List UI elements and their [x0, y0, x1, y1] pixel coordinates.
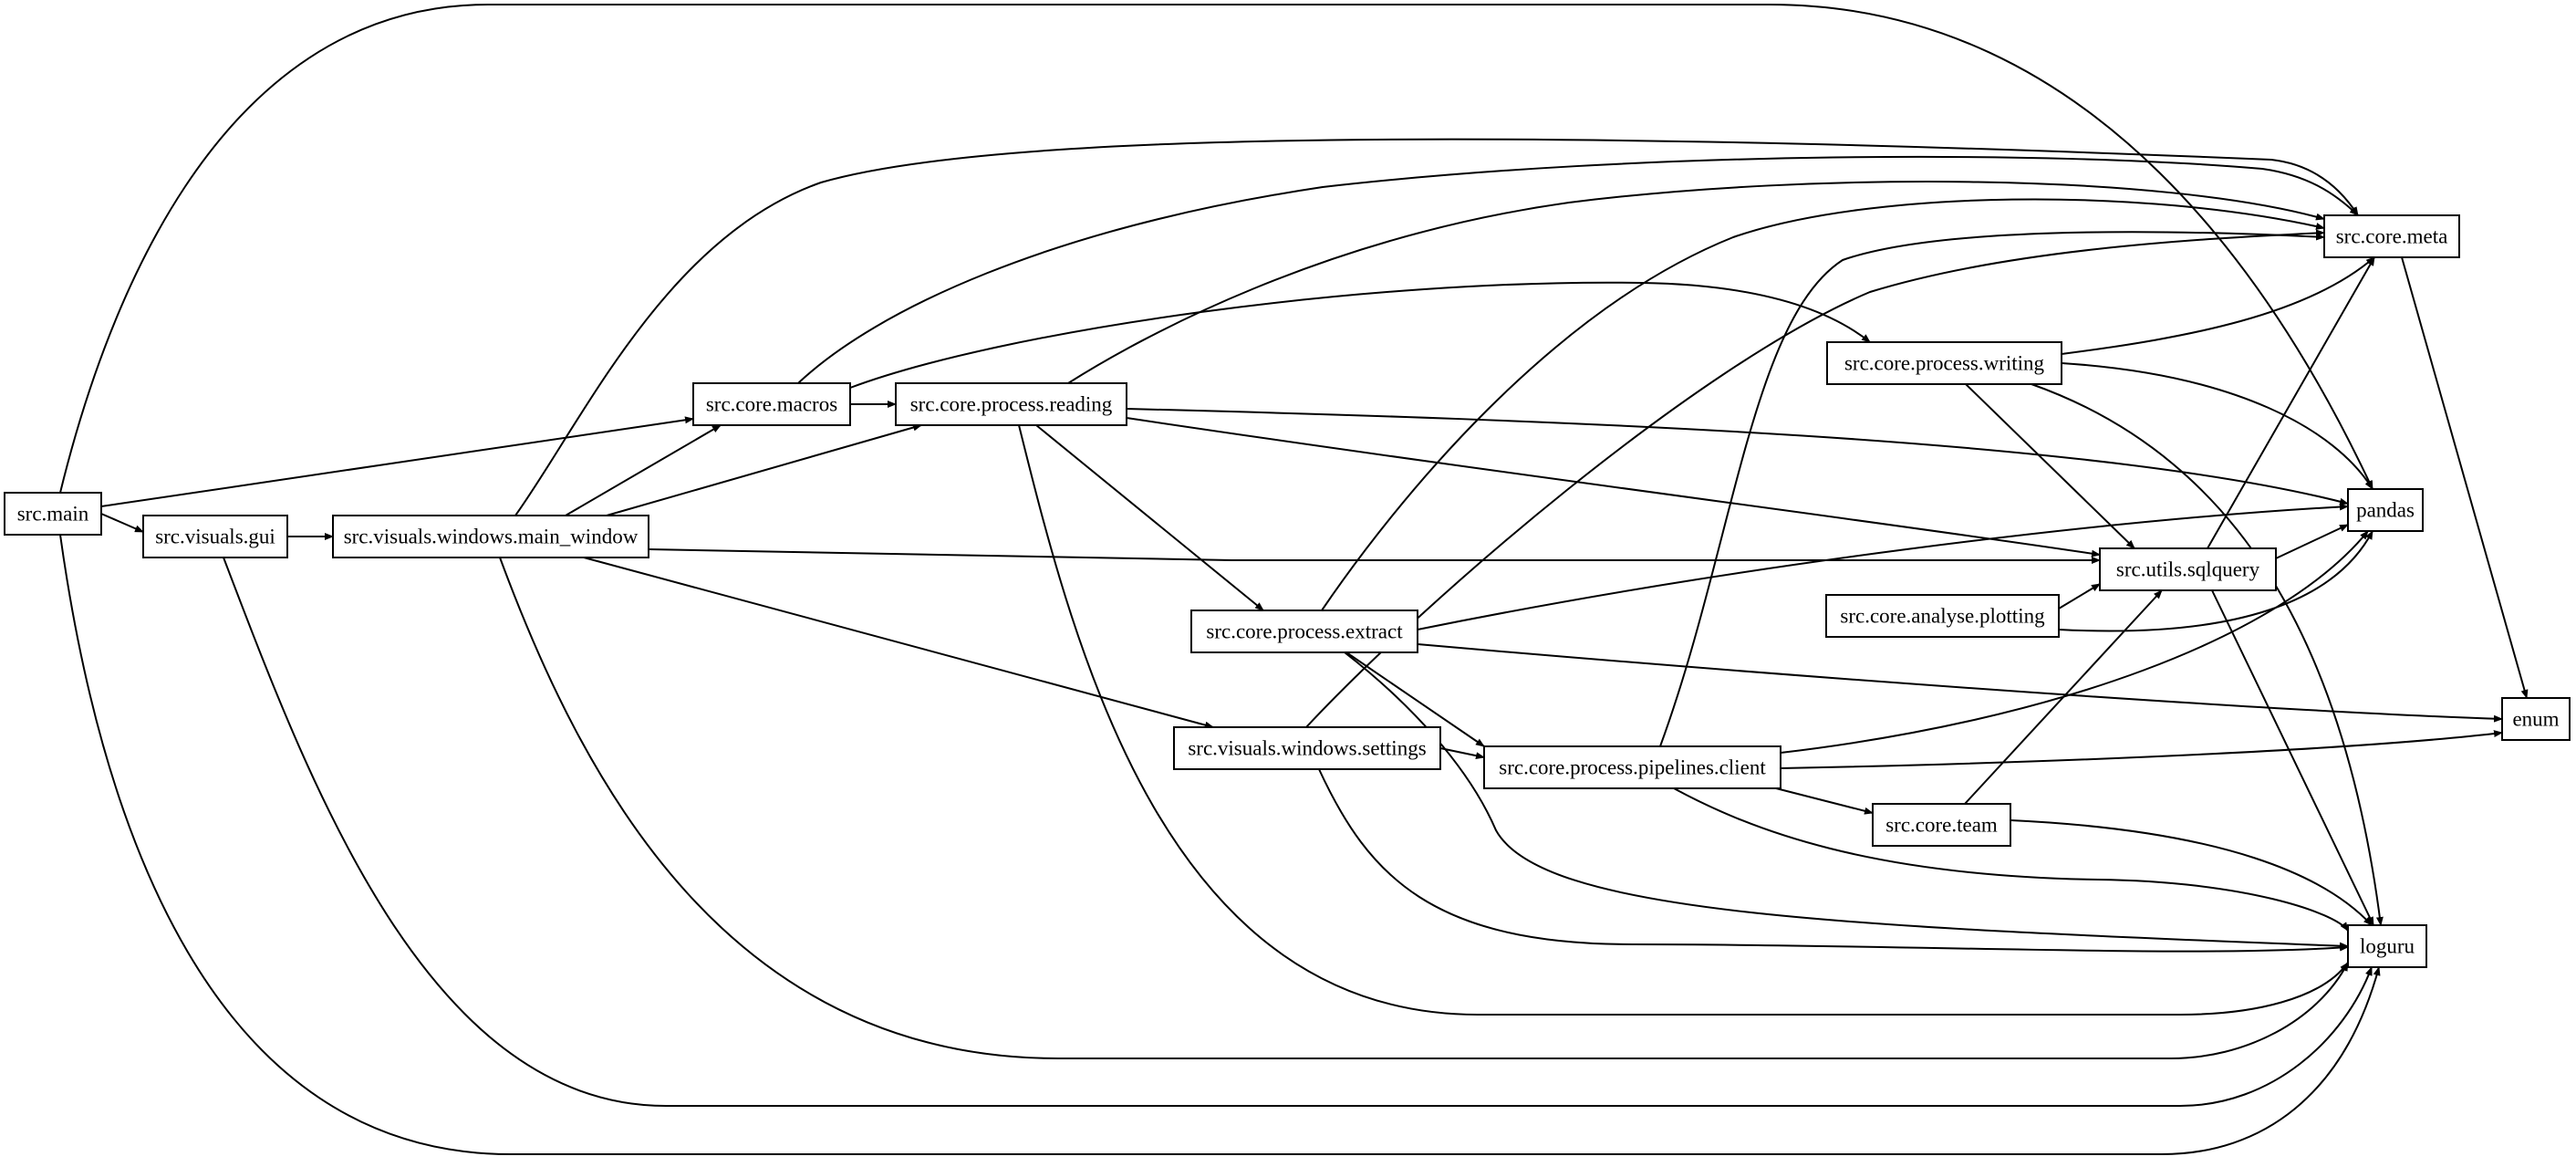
node-label: src.core.analyse.plotting [1840, 605, 2045, 628]
node-src-main: src.main [4, 492, 102, 536]
node-extract: src.core.process.extract [1190, 610, 1418, 653]
node-sqlquery: src.utils.sqlquery [2099, 547, 2277, 591]
edge-pipelines-to-loguru [1673, 787, 2349, 932]
edge-reading-to-pandas [1126, 408, 2349, 505]
edge-extract-to-enum [1417, 643, 2503, 723]
edge-settings-to-pipelines [1439, 747, 1485, 760]
edge-extract-to-loguru [1344, 651, 2349, 950]
edge-reading-to-sqlquery [1126, 417, 2101, 557]
node-label: src.visuals.gui [155, 526, 275, 548]
node-reading: src.core.process.reading [895, 382, 1127, 426]
edge-src-main-to-pandas [59, 4, 2373, 494]
node-label: src.core.process.extract [1206, 620, 1403, 643]
node-settings: src.visuals.windows.settings [1173, 726, 1441, 770]
edge-main-window-to-settings [583, 557, 1214, 729]
edge-reading-to-loguru [1018, 424, 2349, 1016]
edge-main-window-to-reading [606, 423, 922, 516]
node-label: src.main [17, 503, 89, 526]
edge-src-main-to-src-visuals-gui [100, 513, 144, 533]
node-label: loguru [2360, 935, 2415, 958]
node-pipelines: src.core.process.pipelines.client [1483, 745, 1781, 789]
edge-main-window-to-meta [514, 138, 2359, 516]
edge-meta-to-enum [2401, 256, 2529, 699]
edge-main-window-to-loguru [499, 557, 2349, 1059]
edge-settings-to-loguru [1318, 768, 2349, 953]
edge-sqlquery-to-loguru [2211, 589, 2374, 926]
edge-plotting-to-sqlquery [2058, 583, 2101, 610]
node-label: src.core.meta [2336, 225, 2448, 248]
node-enum: enum [2501, 697, 2571, 741]
edge-pipelines-to-team [1775, 787, 1874, 815]
node-pandas: pandas [2347, 488, 2424, 532]
edge-team-to-loguru [2010, 819, 2373, 926]
node-box [2099, 547, 2277, 591]
edge-sqlquery-to-meta [2207, 256, 2375, 549]
node-label: pandas [2356, 499, 2415, 522]
node-box [1872, 803, 2011, 847]
node-box [1173, 726, 1441, 770]
node-box [895, 382, 1127, 426]
edge-src-main-to-macros [100, 416, 694, 507]
edge-writing-to-pandas [2061, 362, 2373, 490]
node-label: src.core.macros [706, 393, 837, 416]
node-label: src.visuals.windows.main_window [344, 526, 639, 548]
node-label: src.core.process.pipelines.client [1499, 756, 1766, 779]
node-box [332, 515, 649, 558]
edge-team-to-sqlquery [1964, 589, 2163, 805]
edge-main-window-to-macros [565, 424, 722, 516]
node-label: enum [2512, 708, 2559, 731]
edge-src-main-to-loguru [59, 534, 2381, 1155]
edge-writing-to-sqlquery [1965, 383, 2135, 549]
edge-sqlquery-to-pandas [2275, 524, 2349, 559]
edge-extract-to-pipelines [1345, 651, 1485, 747]
node-meta: src.core.meta [2323, 214, 2460, 258]
edge-src-visuals-gui-to-loguru [223, 557, 2373, 1107]
edge-pipelines-to-enum [1780, 730, 2503, 769]
node-box [1483, 745, 1781, 789]
node-label: src.utils.sqlquery [2116, 558, 2260, 581]
node-box [2347, 924, 2427, 968]
node-box [692, 382, 851, 426]
edge-macros-to-meta [797, 155, 2359, 384]
node-box [4, 492, 102, 536]
nodes: src.main src.visuals.gui src.visuals.windo… [4, 214, 2571, 968]
edge-settings-to-meta [1305, 229, 2325, 728]
node-box [1826, 341, 2062, 385]
node-box [1190, 610, 1418, 653]
node-writing: src.core.process.writing [1826, 341, 2062, 385]
node-src-visuals-gui: src.visuals.gui [142, 515, 288, 558]
node-box [1825, 594, 2060, 638]
node-label: src.core.process.reading [910, 393, 1113, 416]
node-macros: src.core.macros [692, 382, 851, 426]
node-box [2323, 214, 2460, 258]
edge-macros-to-writing [849, 281, 1871, 389]
edge-writing-to-meta [2061, 256, 2375, 355]
edges [59, 4, 2529, 1155]
node-plotting: src.core.analyse.plotting [1825, 594, 2060, 638]
node-loguru: loguru [2347, 924, 2427, 968]
node-box [2501, 697, 2571, 741]
edge-reading-to-extract [1035, 424, 1264, 611]
edge-main-window-to-sqlquery [648, 548, 2101, 564]
edge-extract-to-meta [1321, 198, 2325, 611]
node-label: src.core.process.writing [1844, 352, 2045, 375]
node-label: src.core.team [1885, 814, 1998, 837]
edge-plotting-to-pandas [2058, 530, 2373, 632]
node-box [142, 515, 288, 558]
node-main-window: src.visuals.windows.main_window [332, 515, 649, 558]
edge-reading-to-meta [1067, 181, 2325, 384]
edge-extract-to-pandas [1417, 503, 2349, 630]
node-box [2347, 488, 2424, 532]
edge-pipelines-to-pandas [1780, 530, 2369, 754]
edge-pipelines-to-meta [1659, 231, 2325, 747]
node-label: src.visuals.windows.settings [1188, 737, 1426, 760]
node-team: src.core.team [1872, 803, 2011, 847]
